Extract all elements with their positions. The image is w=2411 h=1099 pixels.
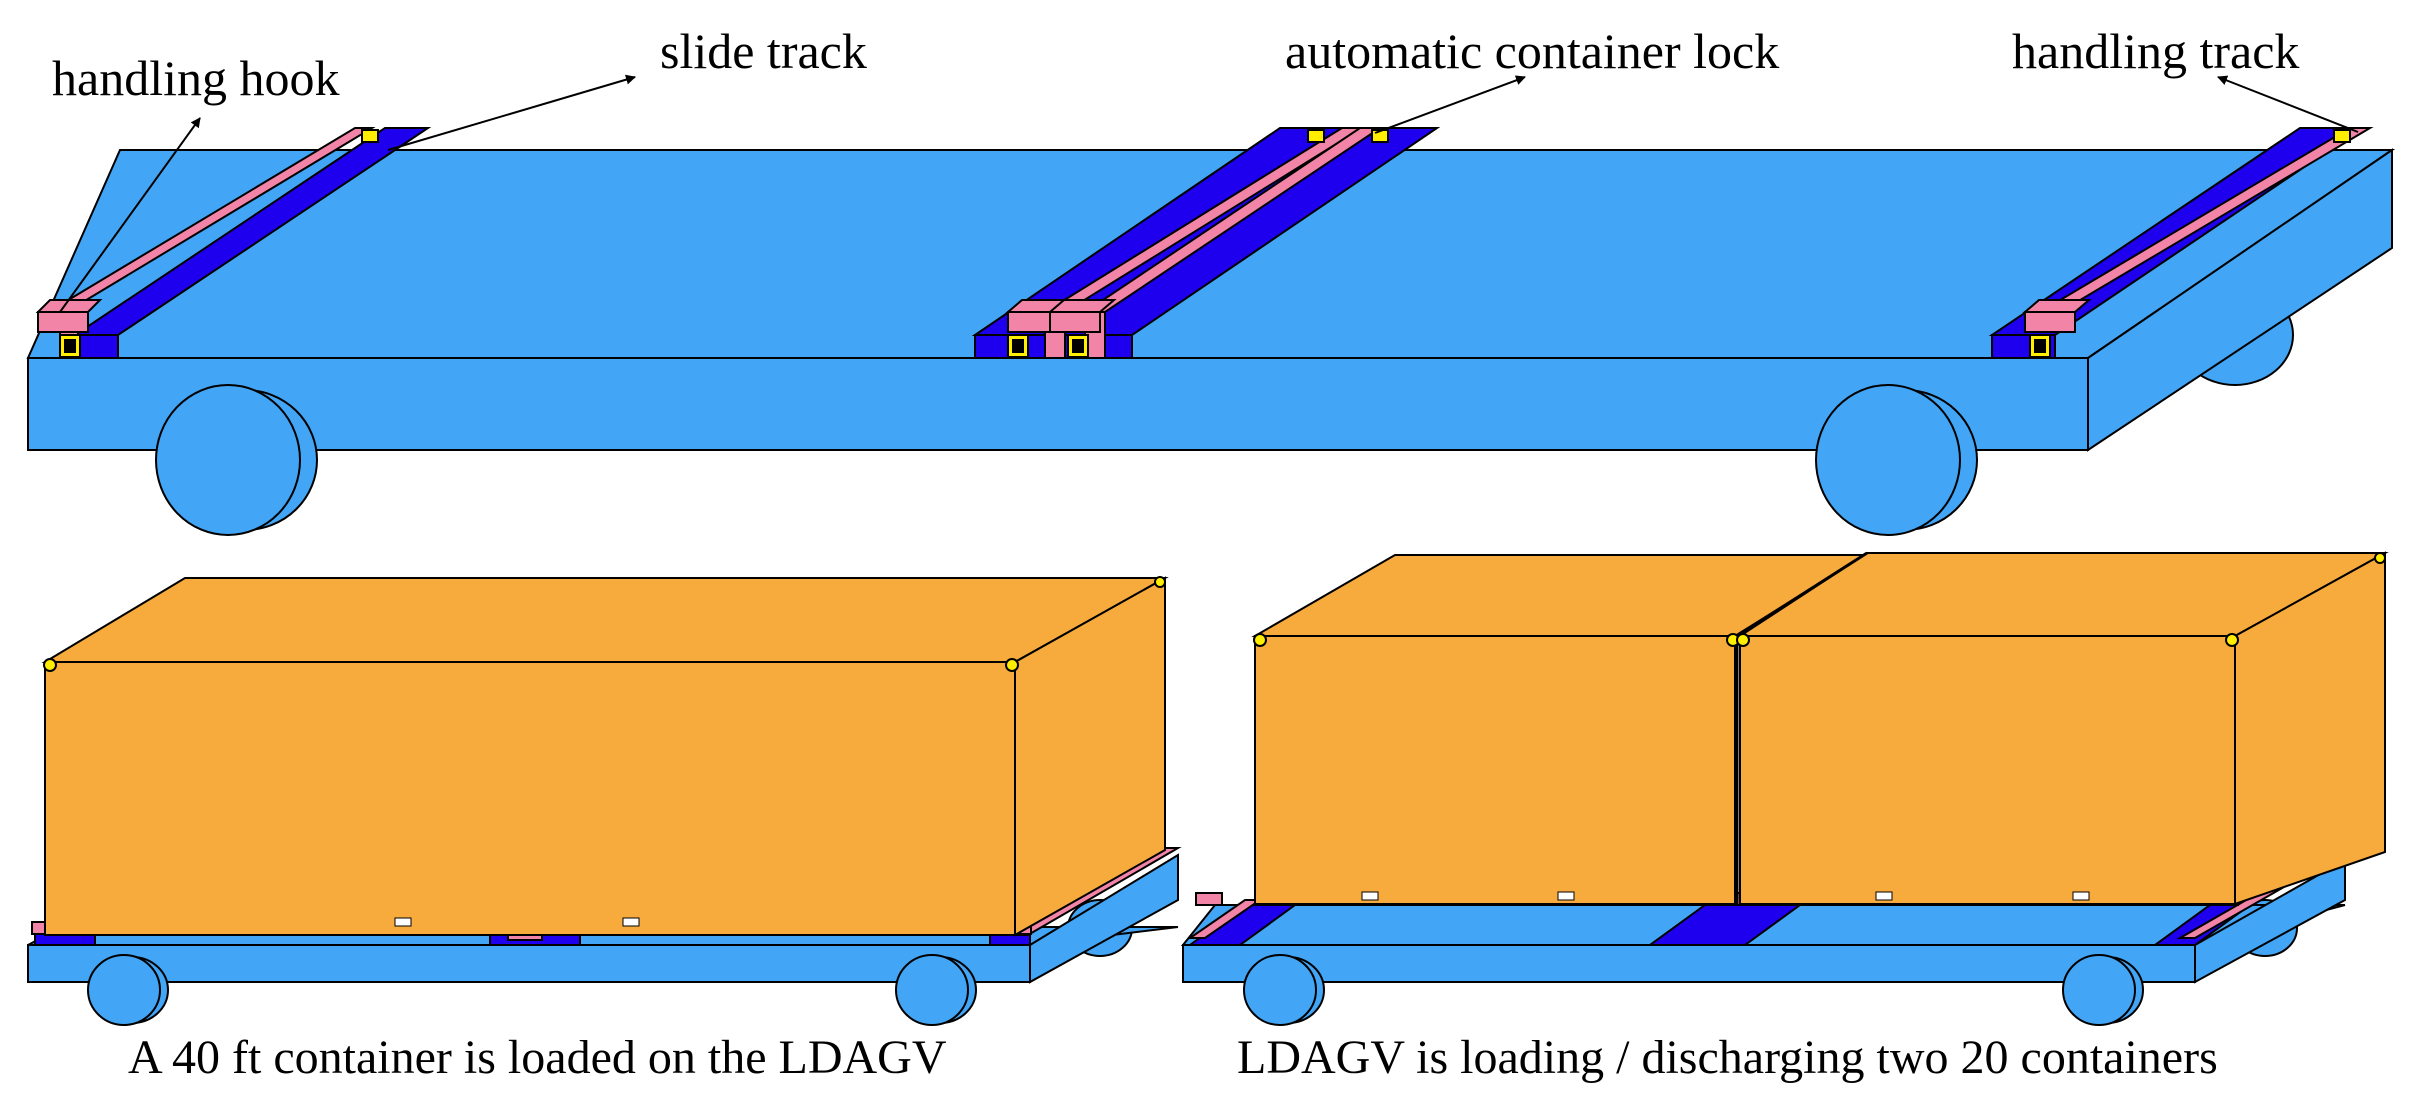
automatic-container-lock-arrow (1374, 75, 1526, 134)
container-marker (1875, 891, 1893, 901)
wheel-icon (895, 954, 977, 1026)
vehicle-deck-front (1182, 944, 2196, 983)
lock-icon (1307, 129, 1325, 143)
handling-hook (35, 299, 103, 358)
lock-icon (1736, 633, 1750, 647)
wheel-icon (2062, 954, 2144, 1026)
vehicle-deck-front (27, 357, 2089, 451)
container-40ft-top (41, 577, 1169, 663)
lock-icon (43, 658, 57, 672)
container-marker (1557, 891, 1575, 901)
caption-left: A 40 ft container is loaded on the LDAGV (128, 1031, 947, 1084)
label-automatic-container-lock: automatic container lock (1285, 23, 1779, 79)
vehicle-deck-front (27, 944, 1031, 983)
wheel-icon (1243, 954, 1325, 1026)
top-ldagv (26, 74, 2396, 536)
container-20ft-b-front (1739, 635, 2236, 905)
container-marker (1361, 891, 1379, 901)
label-handling-track: handling track (2012, 23, 2299, 79)
handling-hook-arrow (59, 117, 201, 313)
container-20ft-a-front (1254, 635, 1736, 905)
ldagv-two-20ft (1180, 551, 2389, 1026)
lock-icon (2333, 129, 2351, 143)
label-handling-hook: handling hook (52, 50, 339, 106)
lock-icon (1154, 576, 1166, 588)
handling-hook (2022, 299, 2092, 358)
handling-track-arrow (2217, 75, 2359, 133)
wheel-icon (87, 954, 169, 1026)
caption-right: LDAGV is loading / discharging two 20 co… (1237, 1031, 2218, 1084)
container-marker (394, 917, 412, 927)
wheel-icon (1815, 384, 1978, 536)
handling-hook (1195, 892, 1223, 906)
wheel-icon (155, 384, 318, 536)
lock-icon (2374, 552, 2386, 564)
handling-hook (1005, 299, 1117, 358)
container-marker (2072, 891, 2090, 901)
container-40ft-front (44, 661, 1016, 936)
slide-track-arrow (387, 74, 636, 151)
slide-track-middle (971, 127, 1441, 359)
lock-icon (1253, 633, 1267, 647)
ldagv-40ft (27, 576, 1182, 1026)
label-slide-track: slide track (660, 23, 867, 79)
lock-icon (361, 129, 379, 143)
lock-icon (1005, 658, 1019, 672)
container-marker (622, 917, 640, 927)
lock-icon (2225, 633, 2239, 647)
